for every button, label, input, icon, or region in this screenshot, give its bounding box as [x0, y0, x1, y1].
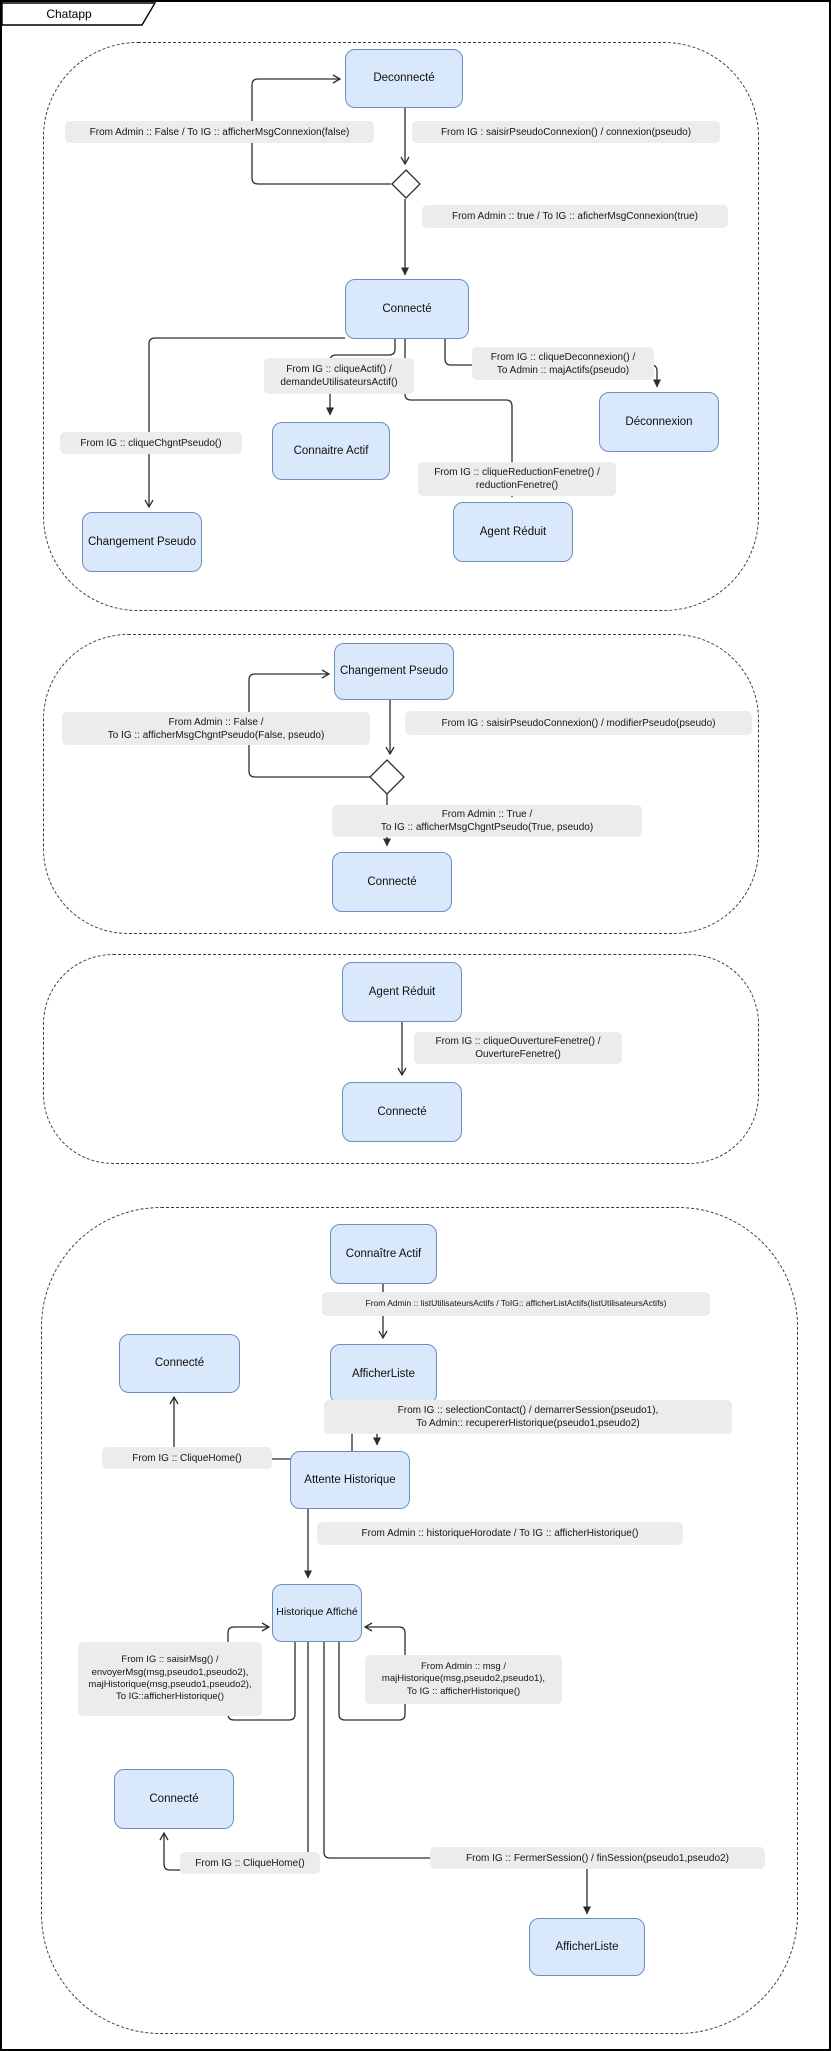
state-connecte-4: Connecté [119, 1334, 240, 1393]
transition-label-cliquereductionfenetre: From IG :: cliqueReductionFenetre() / re… [418, 462, 616, 496]
transition-label-afichermsgconnexion-true: From Admin :: true / To IG :: aficherMsg… [422, 205, 728, 228]
edge-connecte-to-agent-reduit [404, 339, 516, 498]
section-session [41, 1207, 798, 2034]
state-agent-reduit-1: Agent Réduit [453, 502, 573, 562]
frame-tab [2, 2, 157, 26]
state-changement-pseudo-2: Changement Pseudo [334, 643, 454, 700]
transition-label-selectioncontact: From IG :: selectionContact() / demarrer… [324, 1400, 732, 1434]
section-changement-pseudo [43, 634, 759, 934]
state-afficherliste-1: AfficherListe [330, 1344, 437, 1404]
edge-historique-selfloop-saisirmsg [227, 1622, 296, 1721]
transition-label-cliquehome-1: From IG :: CliqueHome() [102, 1447, 272, 1469]
state-deconnecte: Deconnecté [345, 49, 463, 108]
transition-label-historiquehorodate: From Admin :: historiqueHorodate / To IG… [317, 1522, 683, 1545]
transition-label-connexion-pseudo: From IG : saisirPseudoConnexion() / conn… [412, 121, 720, 143]
state-attente-historique: Attente Historique [290, 1451, 410, 1509]
frame-title: Chatapp [46, 6, 92, 21]
state-deconnexion: Déconnexion [599, 392, 719, 452]
state-agent-reduit-2: Agent Réduit [342, 962, 462, 1022]
edge-historique-selfloop-msg [338, 1622, 406, 1721]
choice-diamond-connexion [391, 169, 421, 199]
state-historique-affiche: Historique Affiché [272, 1584, 362, 1642]
state-connecte-1: Connecté [345, 279, 469, 339]
transition-label-modifierpseudo: From IG : saisirPseudoConnexion() / modi… [405, 711, 752, 735]
state-connecte-5: Connecté [114, 1769, 234, 1829]
transition-label-cliquedeconnexion: From IG :: cliqueDeconnexion() / To Admi… [472, 347, 654, 380]
section-connexion [43, 42, 759, 611]
transition-label-affichermsgconnexion-false: From Admin :: False / To IG :: afficherM… [65, 121, 374, 143]
state-connaitre-actif-1: Connaitre Actif [272, 422, 390, 480]
transition-label-listutilisateursactifs: From Admin :: listUtilisateursActifs / T… [322, 1292, 710, 1316]
state-connecte-3: Connecté [342, 1082, 462, 1142]
transition-label-saisirmsg: From IG :: saisirMsg() / envoyerMsg(msg,… [78, 1642, 262, 1716]
transition-label-msg-majhistorique: From Admin :: msg / majHistorique(msg,ps… [365, 1655, 562, 1704]
transition-label-affichermsgchgntpseudo-false: From Admin :: False / To IG :: afficherM… [62, 712, 370, 745]
transition-label-cliquehome-2: From IG :: CliqueHome() [180, 1852, 320, 1874]
edge-connecte-to-changement-pseudo [144, 337, 345, 509]
transition-label-fermersession: From IG :: FermerSession() / finSession(… [430, 1847, 765, 1869]
transition-label-cliqueouverturefenetre: From IG :: cliqueOuvertureFenetre() / Ou… [414, 1032, 622, 1064]
transition-label-affichermsgchgntpseudo-true: From Admin :: True / To IG :: afficherMs… [332, 805, 642, 837]
section-agent-reduit [43, 954, 759, 1164]
state-connecte-2: Connecté [332, 852, 452, 912]
choice-diamond-pseudo [369, 759, 405, 795]
transition-label-cliquechgntpseudo: From IG :: cliqueChgntPseudo() [60, 432, 242, 454]
state-connaitre-actif-2: Connaître Actif [330, 1224, 437, 1284]
state-changement-pseudo-1: Changement Pseudo [82, 512, 202, 572]
state-afficherliste-2: AfficherListe [529, 1918, 645, 1976]
transition-label-cliqueactif: From IG :: cliqueActif() / demandeUtilis… [264, 358, 414, 394]
